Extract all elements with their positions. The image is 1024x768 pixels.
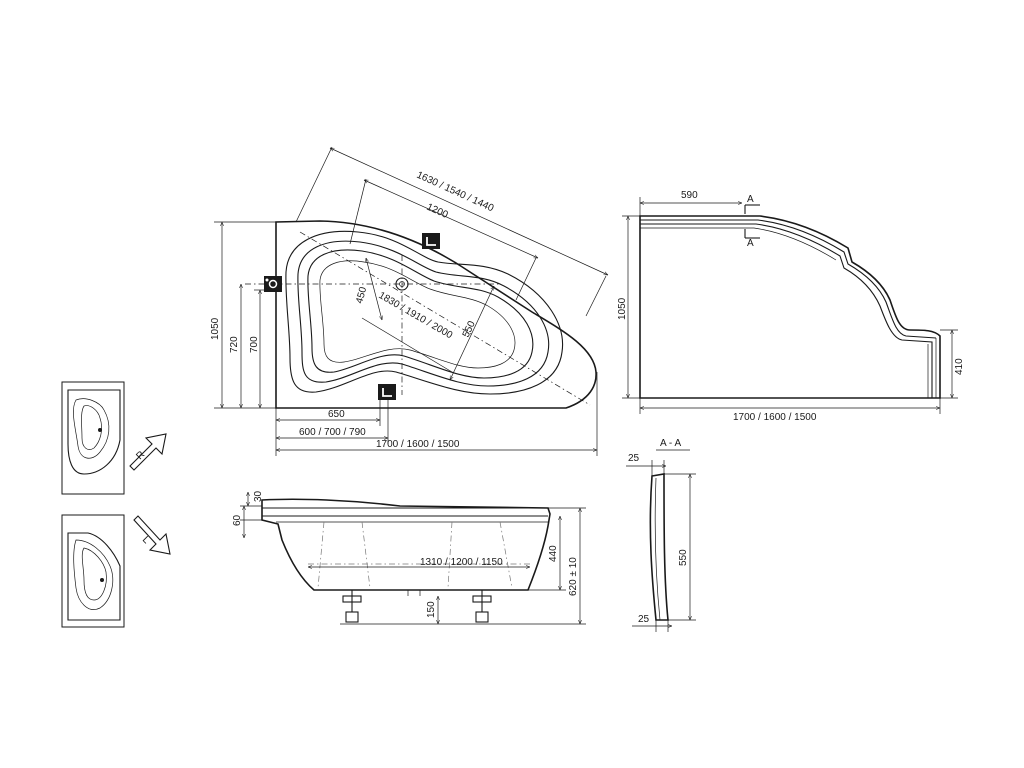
dim-30: 30 xyxy=(253,490,264,502)
top-view: 1630 / 1540 / 1440 1200 1050 720 700 450… xyxy=(210,146,608,456)
dim-bottom-width: 25 xyxy=(638,614,650,625)
tub-thumbnail-left xyxy=(67,532,121,621)
dim-60: 60 xyxy=(232,514,243,526)
headrest-icon xyxy=(422,233,440,249)
section-title: A - A xyxy=(660,438,681,449)
dim-panel-length: 1700 / 1600 / 1500 xyxy=(733,412,817,423)
dim-720: 720 xyxy=(229,336,240,353)
orientation-right: R xyxy=(61,381,167,495)
front-panel-view: A A 590 1050 410 1700 / 1600 / 1500 xyxy=(617,190,965,423)
section-aa: A - A 25 550 25 xyxy=(626,438,696,632)
faucet-icon xyxy=(264,276,282,292)
dim-side-inner-length: 1310 / 1200 / 1150 xyxy=(420,557,503,568)
dim-600-700-790: 600 / 700 / 790 xyxy=(299,427,366,438)
tub-side-outline xyxy=(261,498,551,591)
dim-150: 150 xyxy=(426,601,437,618)
basin-contour-outer xyxy=(285,230,564,395)
dim-total-height: 620 ± 10 xyxy=(568,557,579,596)
orientation-label-l: L xyxy=(140,534,152,546)
section-mark-a-top: A xyxy=(747,194,754,205)
panel-profile xyxy=(649,473,669,621)
dim-590: 590 xyxy=(681,190,698,201)
dim-450: 450 xyxy=(354,285,369,304)
dim-total-length: 1700 / 1600 / 1500 xyxy=(376,439,460,450)
arrow-l-icon xyxy=(133,515,171,555)
tub-thumbnail-right xyxy=(67,389,121,475)
leg xyxy=(342,590,362,623)
dim-panel-height: 1050 xyxy=(617,297,628,320)
panel-outline xyxy=(639,215,941,399)
dim-width: 1050 xyxy=(210,317,221,340)
orientation-left: L xyxy=(61,514,171,628)
dim-profile-height: 550 xyxy=(678,549,689,566)
dim-top-width: 25 xyxy=(628,453,640,464)
dim-410: 410 xyxy=(954,358,965,375)
dim-650: 650 xyxy=(328,409,345,420)
section-mark-a-bottom: A xyxy=(747,238,754,249)
dim-440: 440 xyxy=(548,545,559,562)
side-view: 30 60 1310 / 1200 / 1150 440 620 ± 10 15… xyxy=(232,490,586,625)
arrow-r-icon xyxy=(129,433,167,471)
dim-inner-length: 1200 xyxy=(425,202,450,221)
headrest-icon xyxy=(378,384,396,400)
dim-700: 700 xyxy=(249,336,260,353)
leg xyxy=(472,590,492,623)
